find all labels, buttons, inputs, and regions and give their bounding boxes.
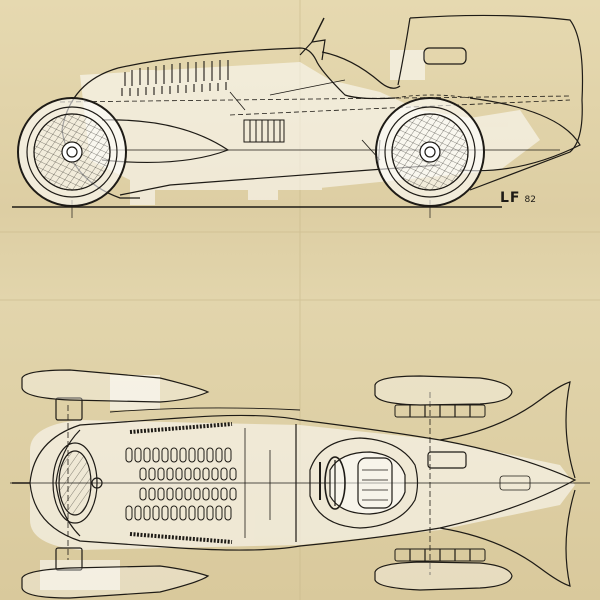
signature-initials: LF bbox=[500, 190, 521, 206]
windscreen bbox=[299, 39, 326, 61]
side-louvres-upper bbox=[124, 60, 229, 86]
side-dashed-line bbox=[59, 95, 571, 103]
top-view-highlights bbox=[30, 375, 575, 590]
body-plan-inner bbox=[55, 429, 81, 537]
front-wheel-top-lower bbox=[21, 565, 210, 599]
signature-year: 82 bbox=[524, 195, 536, 205]
tail-outline bbox=[409, 14, 584, 191]
steering-wheel-top bbox=[319, 456, 346, 510]
front-wheel-top-upper bbox=[21, 369, 210, 403]
artist-signature: LF 82 bbox=[500, 190, 536, 206]
side-louvres-lower bbox=[121, 82, 227, 96]
bonnet-outline bbox=[117, 47, 396, 100]
radiator-grille bbox=[52, 442, 98, 524]
fuel-filler bbox=[427, 451, 467, 469]
cockpit-edge bbox=[321, 51, 401, 89]
rear-wheel bbox=[375, 97, 485, 207]
front-fender bbox=[101, 119, 230, 164]
side-view bbox=[12, 14, 584, 218]
tail-fin-lower bbox=[439, 489, 576, 587]
tail-underline bbox=[397, 17, 411, 86]
side-vent-grid bbox=[243, 119, 285, 143]
cockpit-top bbox=[309, 437, 419, 529]
rear-fender bbox=[459, 97, 581, 172]
tail-fin-upper bbox=[439, 381, 576, 479]
headrest-opening bbox=[423, 47, 467, 65]
rear-axle bbox=[394, 392, 486, 575]
top-view bbox=[10, 369, 590, 599]
front-axle bbox=[55, 397, 83, 571]
steering-rod bbox=[311, 17, 325, 43]
front-wheel bbox=[17, 97, 127, 207]
side-pipe bbox=[109, 407, 301, 413]
bonnet-louvres bbox=[125, 422, 237, 544]
front-badge bbox=[91, 477, 103, 489]
rear-wheel-top-upper bbox=[374, 375, 513, 406]
rear-wheel-top-lower bbox=[374, 561, 513, 591]
body-plan-outline bbox=[29, 414, 577, 551]
